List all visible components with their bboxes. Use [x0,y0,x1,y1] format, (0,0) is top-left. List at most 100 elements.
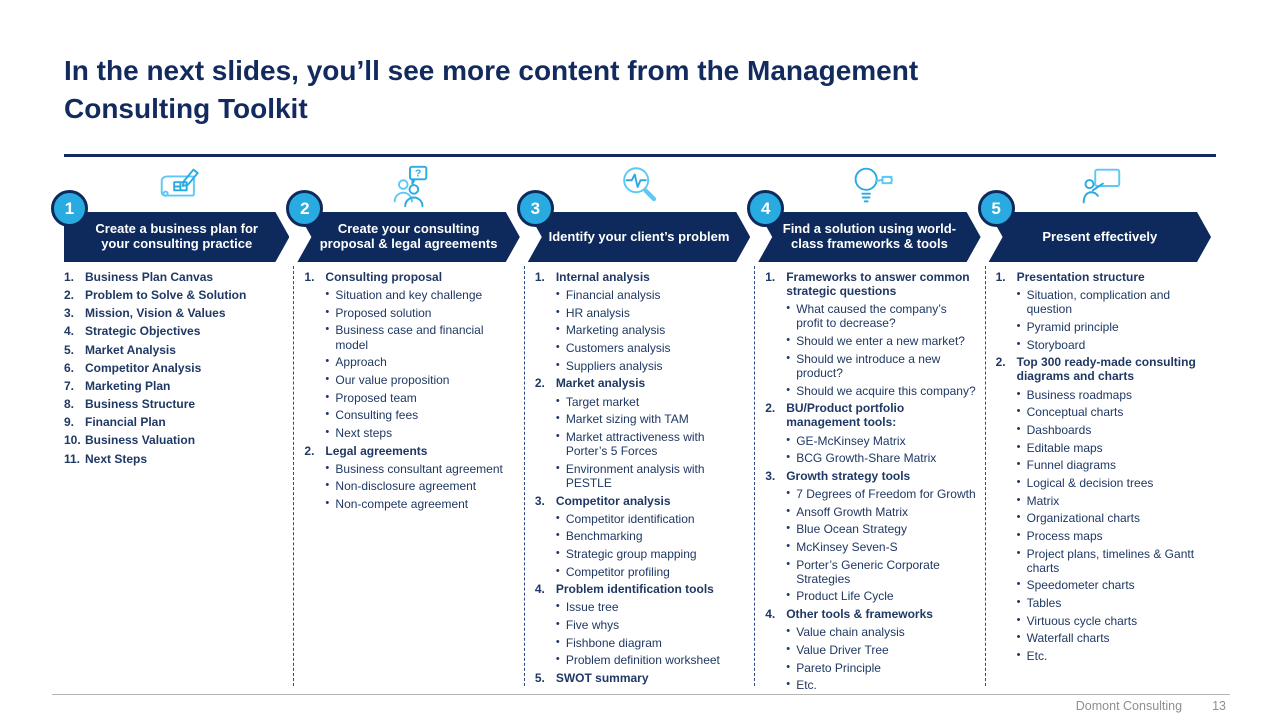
bullet-label: Proposed solution [335,305,432,320]
step-column-1: Create a business plan for your consulti… [51,160,295,688]
bullet-item: •Non-disclosure agreement [304,479,515,493]
bullet-label: What caused the company’s profit to decr… [796,302,947,331]
slide-title-line-2: Consulting Toolkit [64,92,308,124]
bullet-marker: • [1016,337,1021,350]
bullet-marker: • [786,302,791,315]
item-label: Competitor Analysis [85,360,202,375]
bullet-label: Pareto Principle [796,660,881,675]
item-label: Business Plan Canvas [85,270,214,284]
bullet-item: •Editable maps [996,441,1207,455]
bullet-item: •Financial analysis [535,288,746,302]
bullet-marker: • [325,479,330,492]
bullet-marker: • [555,564,560,577]
step-banner-label: Find a solution using world-class framew… [782,221,957,251]
item-number: 3. [64,306,75,321]
bullet-item: •Product Life Cycle [765,589,976,603]
bullet-label: Problem definition worksheet [565,653,720,668]
numbered-item: 1.Consulting proposal [304,270,515,284]
bullet-item: • Situation, complication and question [996,288,1207,316]
bullet-marker: • [786,642,791,655]
step-banner-arrow: Create your consulting proposal & legal … [297,212,519,262]
bullet-marker: • [555,511,560,524]
bullet-label: Pyramid principle [1026,319,1119,334]
bullet-label: HR analysis [565,305,630,320]
bullet-label: Dashboards [1026,422,1092,437]
numbered-item: 5.SWOT summary [535,671,746,685]
bullet-label: Situation, complication and question [1026,288,1171,317]
bullet-marker: • [325,305,330,318]
bullet-label: Etc. [1026,648,1048,663]
step-header: ?Create your consulting proposal & legal… [286,160,524,262]
footer-page-number: 13 [1212,699,1226,713]
bullet-marker: • [555,394,560,407]
item-label: Frameworks to answer common strategic qu… [786,270,970,299]
item-number: 11. [64,451,81,466]
bullet-marker: • [555,429,560,442]
item-number: 9. [64,415,75,430]
bullet-marker: • [1016,458,1021,471]
bullet-item: •Should we introduce a new product? [765,352,976,380]
bullet-marker: • [555,461,560,474]
bullet-item: •Conceptual charts [996,405,1207,419]
bullet-item: •Value Driver Tree [765,643,976,657]
steps-row: Create a business plan for your consulti… [51,160,1216,692]
bullet-item: •Benchmarking [535,529,746,543]
numbered-item: 1.Frameworks to answer common strategic … [765,270,976,298]
numbered-item: 4.Strategic Objectives [64,324,285,338]
item-label: Presentation structure [1016,270,1145,284]
bullet-item: •Competitor profiling [535,565,746,579]
step-banner-label: Create your consulting proposal & legal … [319,221,498,251]
bullet-label: Editable maps [1026,440,1103,455]
step-banner-label: Present effectively [1042,228,1158,244]
bullet-label: Target market [565,394,640,409]
bullet-item: •GE-McKinsey Matrix [765,434,976,448]
item-number: 7. [64,378,75,393]
step-number-badge: 4 [747,190,785,227]
numbered-item: 2. Problem to Solve & Solution [64,288,285,302]
item-number: 1. [534,270,545,284]
bullet-item: •Situation and key challenge [304,288,515,302]
bullet-label: Our value proposition [335,372,450,387]
item-label: Internal analysis [555,270,650,284]
bullet-marker: • [1016,578,1021,591]
bullet-marker: • [1016,528,1021,541]
bullet-marker: • [325,497,330,510]
bullet-marker: • [1016,288,1021,301]
bullet-item: •Tables [996,596,1207,610]
numbered-item: 9.Financial Plan [64,415,285,429]
bullet-label: Suppliers analysis [565,358,663,373]
item-number: 5. [534,671,545,686]
bullet-item: •Logical & decision trees [996,476,1207,490]
bullet-marker: • [325,425,330,438]
bullet-marker: • [555,653,560,666]
bullet-label: Strategic group mapping [565,547,697,561]
item-number: 4. [534,582,545,597]
bullet-item: • Target market [535,395,746,409]
bullet-item: •Should we acquire this company? [765,384,976,398]
numbered-item: 3.Growth strategy tools [765,469,976,483]
item-number: 2. [534,376,545,391]
step-content-list: 1. Internal analysis •Financial analysis • H… [525,270,755,685]
item-label: Top 300 ready-made consulting diagrams a… [1016,355,1196,384]
bullet-item: •Competitor identification [535,512,746,526]
bullet-marker: • [325,288,330,301]
footer-company: Domont Consulting [1075,699,1183,713]
bullet-label: Fishbone diagram [565,635,662,650]
bullet-marker: • [786,334,791,347]
item-number: 3. [765,468,776,483]
item-label: Problem to Solve & Solution [85,288,247,303]
bullet-marker: • [786,540,791,552]
numbered-item: 4.Other tools & frameworks [765,607,976,621]
bullet-marker: • [786,660,791,673]
bullet-label: Value chain analysis [796,625,905,640]
bullet-marker: • [555,358,560,371]
item-number: 2. [64,288,75,303]
item-number: 4. [765,607,776,622]
lightbulb-tool-icon [755,160,985,210]
step-header: Create a business plan for your consulti… [51,160,294,262]
bullet-marker: • [1016,405,1021,418]
step-number-badge: 2 [286,190,324,227]
